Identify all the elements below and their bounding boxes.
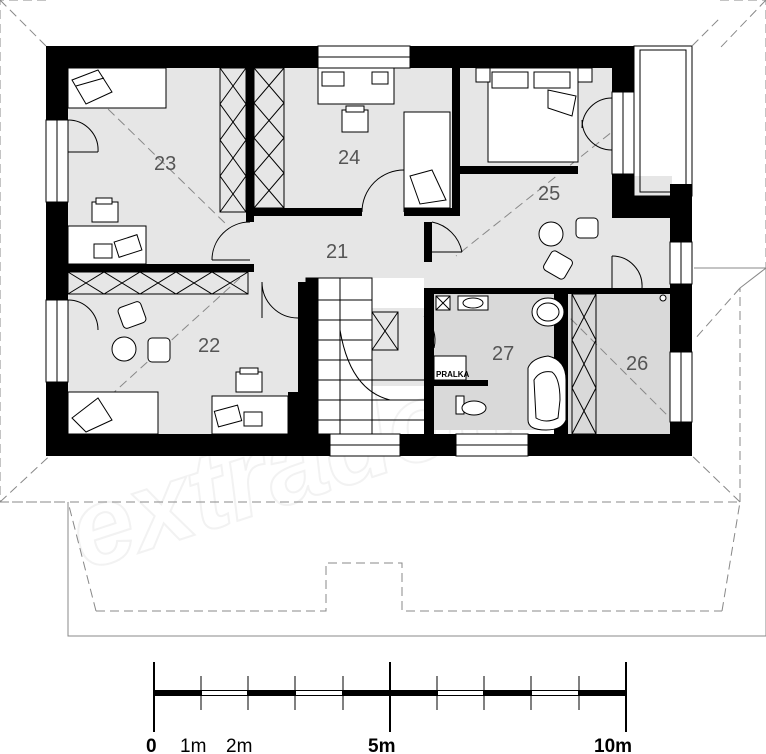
scale-label-5m: 5m (368, 736, 395, 754)
windows (45, 45, 693, 457)
room-labels: 23 24 25 21 22 27 26 PRALKA (154, 147, 648, 379)
scale-label-2m: 2m (226, 736, 252, 754)
room-label-22: 22 (198, 335, 220, 357)
scale-label-0: 0 (146, 736, 157, 754)
room-label-23: 23 (154, 153, 176, 175)
interior-walls (68, 68, 672, 434)
scale-label-10m: 10m (594, 736, 632, 754)
exterior-walls (46, 46, 692, 456)
bathroom-fixtures (433, 294, 667, 431)
roof-eaves (67, 267, 766, 637)
balcony (633, 17, 721, 197)
roof-outline (0, 0, 766, 612)
room-label-27: 27 (492, 343, 514, 365)
staircase (305, 277, 424, 435)
room-label-24: 24 (338, 147, 360, 169)
room-label-21: 21 (326, 241, 348, 263)
scale-label-1m: 1m (180, 736, 206, 754)
appliance-label-pralka: PRALKA (436, 370, 470, 379)
room-label-26: 26 (626, 353, 648, 375)
room-label-25: 25 (538, 183, 560, 205)
scale-bar: 0 1m 2m 5m 10m (146, 662, 632, 754)
wardrobes (67, 67, 597, 435)
furniture (67, 67, 599, 435)
